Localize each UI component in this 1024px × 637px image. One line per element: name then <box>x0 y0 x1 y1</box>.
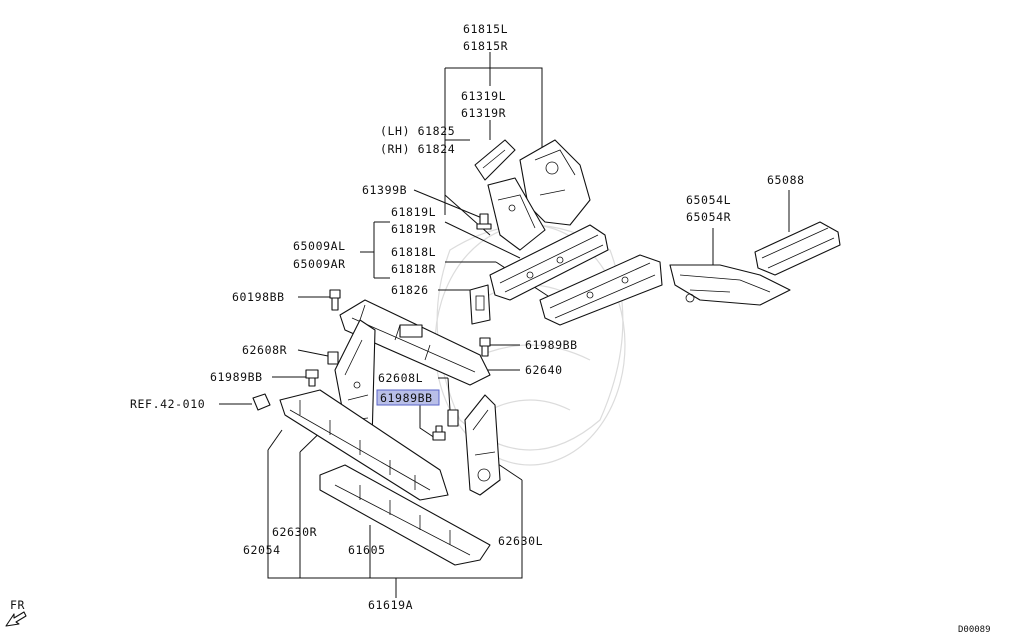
part-undercover-61605 <box>319 464 491 566</box>
part-gusset-61319 <box>474 139 516 181</box>
label-65054L[interactable]: 65054L <box>686 193 731 207</box>
front-direction-indicator: FR <box>5 598 27 627</box>
part-bolt-61989BB-right <box>479 337 491 357</box>
label-65088[interactable]: 65088 <box>767 173 805 187</box>
leader-lines <box>219 52 790 598</box>
label-61619A[interactable]: 61619A <box>368 598 413 612</box>
label-61989BB-right[interactable]: 61989BB <box>525 338 578 352</box>
label-62054[interactable]: 62054 <box>243 543 281 557</box>
label-rh-61824[interactable]: (RH) 61824 <box>380 142 455 156</box>
part-bolt-61399B <box>476 213 492 230</box>
label-62608R[interactable]: 62608R <box>242 343 287 357</box>
label-61399B[interactable]: 61399B <box>362 183 407 197</box>
part-clip-62608L <box>447 409 459 427</box>
label-61989BB-left[interactable]: 61989BB <box>210 370 263 384</box>
part-ref-42-010 <box>252 393 271 411</box>
part-rail-65088 <box>754 221 841 276</box>
diagram-id: D00089 <box>958 625 991 635</box>
part-bolt-60198BB <box>329 289 341 311</box>
label-62630R[interactable]: 62630R <box>272 525 317 539</box>
part-bolt-61989BB-left <box>305 369 319 387</box>
label-62608L[interactable]: 62608L <box>378 371 423 385</box>
label-ref-42-010[interactable]: REF.42-010 <box>130 397 205 411</box>
part-side-member-61818 <box>539 254 663 326</box>
part-bracket-61826 <box>469 284 491 325</box>
label-62640[interactable]: 62640 <box>525 363 563 377</box>
part-bumper-reinforcement-62054 <box>279 389 449 501</box>
label-61815R[interactable]: 61815R <box>463 39 508 53</box>
part-nut-62608R <box>327 351 339 365</box>
part-apron-65054 <box>669 264 791 306</box>
label-61818L[interactable]: 61818L <box>391 245 436 259</box>
label-61989BB-highlighted[interactable]: 61989BB <box>380 391 433 405</box>
label-65009AL[interactable]: 65009AL <box>293 239 346 253</box>
label-61319R[interactable]: 61319R <box>461 106 506 120</box>
label-61319L[interactable]: 61319L <box>461 89 506 103</box>
callout-highlight <box>376 389 440 406</box>
label-65054R[interactable]: 65054R <box>686 210 731 224</box>
part-upper-bar-62640 <box>339 299 491 386</box>
direction-arrow-icon <box>5 611 27 627</box>
label-61605[interactable]: 61605 <box>348 543 386 557</box>
part-side-bracket-62630L <box>464 394 501 496</box>
label-61815L[interactable]: 61815L <box>463 22 508 36</box>
part-reinforcement-61825 <box>487 177 546 251</box>
direction-label: FR <box>10 598 25 612</box>
part-bolt-61989BB-center <box>432 425 446 441</box>
label-60198BB[interactable]: 60198BB <box>232 290 285 304</box>
label-61819R[interactable]: 61819R <box>391 222 436 236</box>
label-61818R[interactable]: 61818R <box>391 262 436 276</box>
label-61819L[interactable]: 61819L <box>391 205 436 219</box>
label-62630L[interactable]: 62630L <box>498 534 543 548</box>
callout-labels: 61815L 61815R 61319L 61319R (LH) 61825 (… <box>130 22 805 612</box>
label-65009AR[interactable]: 65009AR <box>293 257 346 271</box>
label-61826[interactable]: 61826 <box>391 283 429 297</box>
label-lh-61825[interactable]: (LH) 61825 <box>380 124 455 138</box>
part-side-member-61819 <box>489 224 609 301</box>
